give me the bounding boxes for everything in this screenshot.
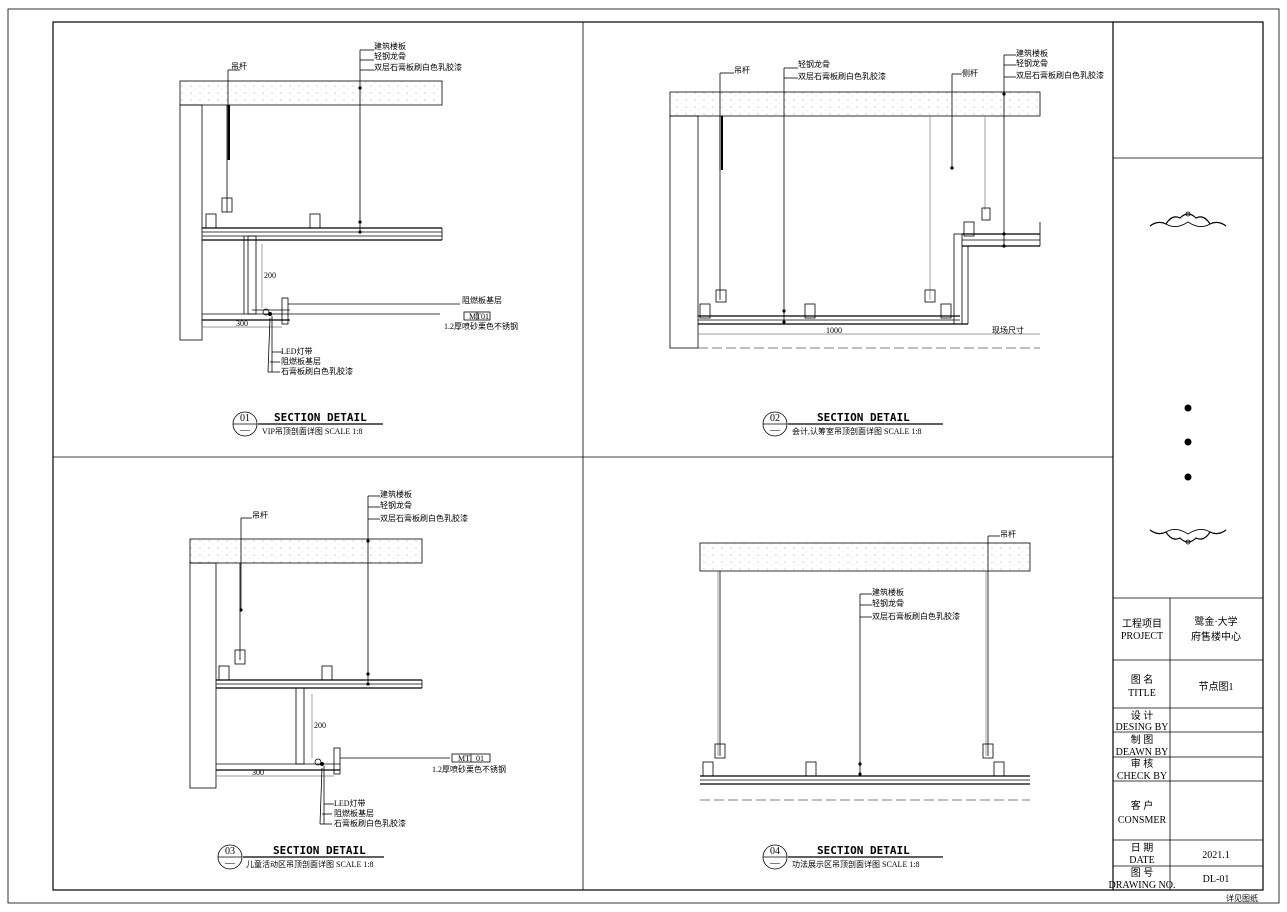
label-steel-01: 1.2厚喷砂栗色不锈钢 — [444, 321, 518, 331]
detail-tag-03: 03 — SECTION DETAIL 儿童活动区吊顶剖面详图 SCALE 1:… — [217, 844, 384, 870]
svg-text:300: 300 — [236, 319, 248, 328]
wall-02 — [669, 115, 699, 349]
svg-text:现场尺寸: 现场尺寸 — [992, 325, 1024, 335]
svg-text:200: 200 — [264, 271, 276, 280]
label-fire-base-01: 阻燃板基层 — [281, 356, 321, 366]
detail-heading-01: SECTION DETAIL — [274, 411, 367, 424]
dot-icon — [1184, 404, 1192, 412]
project-value-line2: 府售楼中心 — [1191, 630, 1241, 643]
detail-heading-03: SECTION DETAIL — [273, 844, 366, 857]
design-label-cn: 设 计 — [1131, 709, 1154, 722]
check-label-cn: 审 核 — [1131, 757, 1154, 770]
date-label-cn: 日 期 — [1131, 842, 1154, 854]
detail-number-04: 04 — [770, 846, 780, 857]
svg-text:300: 300 — [252, 768, 264, 777]
detail-tag-04: 04 — SECTION DETAIL 功法展示区吊顶剖面详图 SCALE 1:… — [762, 844, 943, 870]
detail-sub-03: — — [224, 858, 236, 869]
detail-01: 300 200 吊杆 建筑楼板 轻钢龙骨 双层石膏板刷白色乳胶漆 阻燃板基层 M… — [179, 41, 518, 437]
label-mt-num-01: 01 — [481, 312, 489, 321]
detail-02: 1000 现场尺寸 吊杆 轻钢龙骨 双层石膏板刷白色乳胶漆 侧杆 建筑楼板 轻钢… — [669, 48, 1104, 437]
detail-sub-04: — — [769, 858, 781, 869]
label-rod-01: 吊杆 — [231, 61, 247, 71]
title-label-en: TITLE — [1128, 688, 1156, 699]
title-block: 工程项目 PROJECT 鹭金·大学 府售楼中心 图 名 TITLE 节点图1 … — [1109, 157, 1263, 891]
ornament-top-icon — [1149, 211, 1227, 227]
detail-caption-04: 功法展示区吊顶剖面详图 SCALE 1:8 — [792, 859, 920, 869]
detail-number-01: 01 — [240, 413, 250, 424]
label-fire-board-layer-01: 阻燃板基层 — [462, 295, 502, 305]
drawing-no-label-cn: 图 号 — [1131, 867, 1154, 879]
dot-icon — [1184, 473, 1192, 481]
date-value: 2021.1 — [1202, 850, 1230, 861]
drawn-label-cn: 制 图 — [1131, 733, 1154, 746]
label-rod-04: 吊杆 — [1000, 529, 1016, 539]
drawing-frame — [52, 21, 1264, 891]
detail-heading-02: SECTION DETAIL — [817, 411, 910, 424]
label-keel-03: 轻钢龙骨 — [380, 500, 412, 510]
ornament-bottom-icon — [1149, 529, 1227, 545]
label-gypsum-paint-03: 石膏板刷白色乳胶漆 — [334, 818, 406, 828]
label-led-03: LED灯带 — [334, 798, 366, 808]
wall-01 — [179, 104, 203, 341]
detail-04: 吊杆 建筑楼板 轻钢龙骨 双层石膏板刷白色乳胶漆 04 — SECTION DE… — [699, 529, 1031, 870]
project-value-line1: 鹭金·大学 — [1194, 615, 1237, 628]
drawing-no-label-en: DRAWING NO. — [1109, 880, 1176, 891]
drawn-label-en: DEAWN BY — [1116, 747, 1169, 758]
wall-03 — [189, 562, 217, 789]
drawing-no-value: DL-01 — [1203, 874, 1230, 885]
detail-tag-01: 01 — SECTION DETAIL VIP吊顶剖面详图 SCALE 1:8 — [232, 411, 383, 437]
detail-03: 300 200 吊杆 建筑楼板 轻钢龙骨 双层石膏板刷白色乳胶漆 MT 01 1… — [189, 489, 506, 870]
detail-caption-01: VIP吊顶剖面详图 SCALE 1:8 — [262, 426, 362, 436]
outer-border — [7, 8, 1280, 904]
label-mt-code-01: MT — [469, 312, 481, 321]
label-side-rod-02: 侧杆 — [962, 68, 978, 78]
detail-caption-02: 会计,认筹室吊顶剖面详图 SCALE 1:8 — [792, 426, 922, 436]
check-label-en: CHECK BY — [1117, 771, 1167, 782]
label-gypsum-double-03: 双层石膏板刷白色乳胶漆 — [380, 513, 468, 523]
label-mt-code-03: MT — [458, 754, 470, 763]
client-label-cn: 客 户 — [1131, 799, 1154, 812]
svg-text:200: 200 — [314, 721, 326, 730]
label-mt-num-03: 01 — [476, 754, 484, 763]
detail-sub-02: — — [769, 425, 781, 436]
label-gypsum-double2-02: 双层石膏板刷白色乳胶漆 — [1016, 70, 1104, 80]
detail-sub-01: — — [239, 425, 251, 436]
label-keel-04: 轻钢龙骨 — [872, 598, 904, 608]
detail-caption-03: 儿童活动区吊顶剖面详图 SCALE 1:8 — [246, 859, 374, 869]
title-value: 节点图1 — [1199, 681, 1234, 693]
client-label-en: CONSMER — [1118, 815, 1167, 826]
date-label-en: DATE — [1129, 855, 1155, 866]
label-gypsum-double-04: 双层石膏板刷白色乳胶漆 — [872, 611, 960, 621]
design-label-en: DESING BY — [1115, 722, 1168, 733]
label-steel-03: 1.2厚喷砂栗色不锈钢 — [432, 764, 506, 774]
label-gypsum-paint-01: 石膏板刷白色乳胶漆 — [281, 366, 353, 376]
detail-tag-02: 02 — SECTION DETAIL 会计,认筹室吊顶剖面详图 SCALE 1… — [762, 411, 943, 437]
label-keel-02: 轻钢龙骨 — [798, 59, 830, 69]
label-slab-03: 建筑楼板 — [380, 489, 412, 499]
label-rod-02: 吊杆 — [734, 65, 750, 75]
label-slab-01: 建筑楼板 — [374, 41, 406, 51]
label-led-01: LED灯带 — [281, 346, 313, 356]
label-rod-03: 吊杆 — [252, 510, 268, 520]
label-gypsum-double-02: 双层石膏板刷白色乳胶漆 — [798, 71, 886, 81]
project-label-cn: 工程项目 — [1122, 618, 1162, 630]
label-gypsum-double-01: 双层石膏板刷白色乳胶漆 — [374, 62, 462, 72]
label-keel-01: 轻钢龙骨 — [374, 51, 406, 61]
title-label-cn: 图 名 — [1131, 673, 1154, 686]
footer-note: 详见图纸 — [1226, 893, 1258, 903]
project-label-en: PROJECT — [1121, 631, 1163, 642]
label-keel2-02: 轻钢龙骨 — [1016, 58, 1048, 68]
label-fire-base-03: 阻燃板基层 — [334, 808, 374, 818]
svg-text:1000: 1000 — [826, 326, 842, 335]
dot-icon — [1184, 438, 1192, 446]
detail-heading-04: SECTION DETAIL — [817, 844, 910, 857]
detail-number-03: 03 — [225, 846, 235, 857]
detail-number-02: 02 — [770, 413, 780, 424]
label-slab-02: 建筑楼板 — [1016, 48, 1048, 58]
label-slab-04: 建筑楼板 — [872, 587, 904, 597]
